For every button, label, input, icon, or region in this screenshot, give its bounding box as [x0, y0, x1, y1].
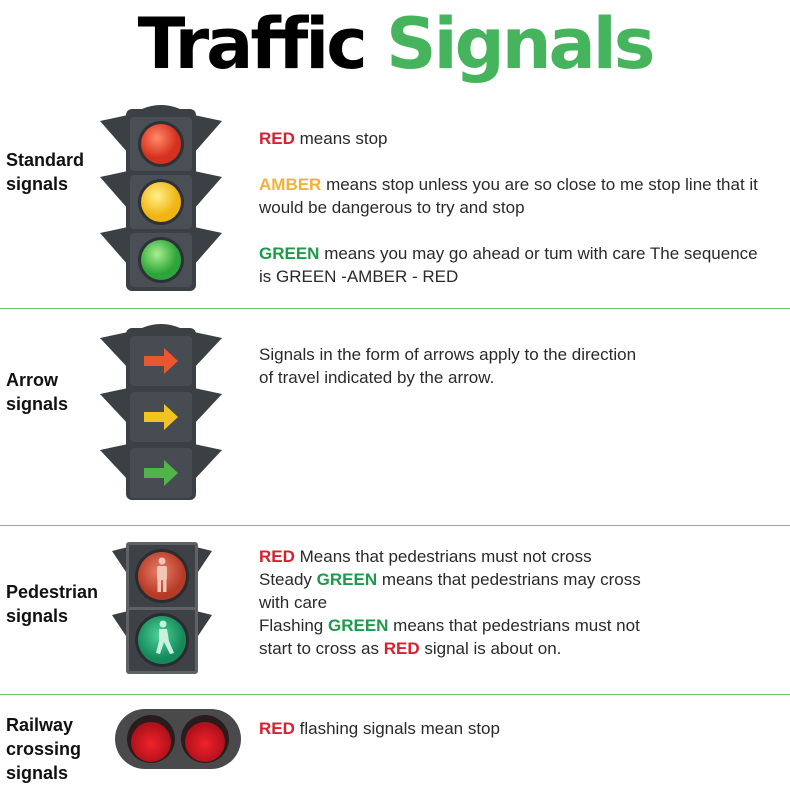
label-line: signals: [6, 174, 69, 194]
title-signals: Signals: [386, 3, 655, 85]
description: is GREEN -AMBER - RED: [259, 267, 459, 286]
description: start to cross as: [259, 639, 384, 658]
standard-green-text: GREEN means you may go ahead or tum with…: [259, 242, 758, 288]
keyword-red: RED: [259, 547, 295, 566]
description: means that pedestrians must not: [388, 616, 640, 635]
label-line: signals: [6, 606, 69, 626]
description: Means that pedestrians must not cross: [294, 547, 592, 566]
railway-crossing-signals-label: Railway crossing signals: [6, 713, 81, 785]
label-line: crossing: [6, 739, 82, 759]
pedestrian-signals-text: RED Means that pedestrians must not cros…: [259, 545, 641, 660]
keyword-green: GREEN: [316, 570, 378, 589]
label-line: Pedestrian: [6, 582, 99, 602]
description: of travel indicated by the arrow.: [259, 368, 495, 387]
railway-crossing-signal-icon: [115, 709, 241, 769]
label-line: Railway: [6, 715, 74, 735]
railway-signals-text: RED flashing signals mean stop: [259, 717, 500, 740]
section-divider: [0, 308, 790, 309]
description: means stop: [294, 129, 388, 148]
description: with care: [259, 593, 328, 612]
description: means you may go ahead or tum with care …: [319, 244, 758, 263]
description: Signals in the form of arrows apply to t…: [259, 345, 637, 364]
description: Flashing: [259, 616, 328, 635]
page-title: Traffic Signals: [0, 0, 790, 92]
label-line: signals: [6, 763, 69, 783]
description: means that pedestrians may cross: [377, 570, 641, 589]
keyword-amber: AMBER: [259, 175, 322, 194]
standard-red-text: RED means stop: [259, 127, 388, 150]
standard-amber-text: AMBER means stop unless you are so close…: [259, 173, 758, 219]
keyword-green: GREEN: [327, 616, 389, 635]
keyword-red: RED: [383, 639, 420, 658]
keyword-red: RED: [259, 129, 295, 148]
arrow-signals-label: Arrow signals: [6, 368, 68, 416]
description: means stop unless you are so close to me…: [321, 175, 758, 194]
arrow-signals-text: Signals in the form of arrows apply to t…: [259, 343, 636, 389]
label-line: signals: [6, 394, 69, 414]
keyword-green: GREEN: [259, 244, 320, 263]
pedestrian-signals-label: Pedestrian signals: [6, 580, 98, 628]
pedestrian-signal-icon: [112, 542, 212, 674]
description: Steady: [259, 570, 317, 589]
description: flashing signals mean stop: [294, 719, 500, 738]
label-line: Standard: [6, 150, 85, 170]
label-line: Arrow: [6, 370, 59, 390]
section-divider: [0, 525, 790, 526]
keyword-red: RED: [259, 719, 295, 738]
title-traffic: Traffic: [137, 3, 368, 85]
description: would be dangerous to try and stop: [259, 198, 525, 217]
description: signal is about on.: [419, 639, 562, 658]
arrow-traffic-signal-icon: [100, 324, 222, 500]
standard-signals-label: Standard signals: [6, 148, 84, 196]
three-light-traffic-signal-icon: [100, 105, 222, 291]
section-divider: [0, 694, 790, 695]
